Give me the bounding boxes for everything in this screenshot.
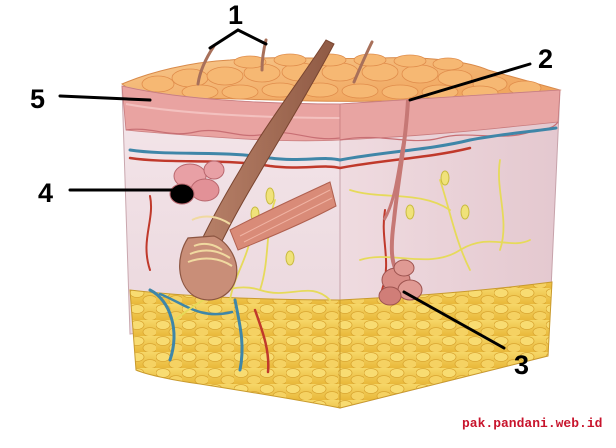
sebaceous-gland	[169, 160, 225, 205]
callout-lines	[58, 28, 532, 350]
callout-number-4: 4	[38, 178, 53, 208]
callout-number-5: 5	[30, 84, 45, 114]
callout-line-2	[408, 62, 532, 102]
watermark-text: pak.pandani.web.id	[462, 416, 603, 431]
surface-hairs	[196, 38, 374, 86]
front-face	[121, 85, 341, 409]
callout-line-3	[402, 290, 506, 350]
side-face	[339, 89, 561, 409]
sweat-gland	[378, 99, 423, 306]
callout-number-1: 1	[228, 0, 243, 30]
skin-surface	[121, 53, 562, 102]
callout-number-2: 2	[538, 44, 553, 74]
callout-line-5	[58, 94, 152, 102]
arrector-pili-muscle	[229, 181, 337, 251]
callout-line-1	[208, 28, 268, 50]
callout-number-3: 3	[514, 350, 529, 380]
hair-follicle	[179, 39, 335, 301]
